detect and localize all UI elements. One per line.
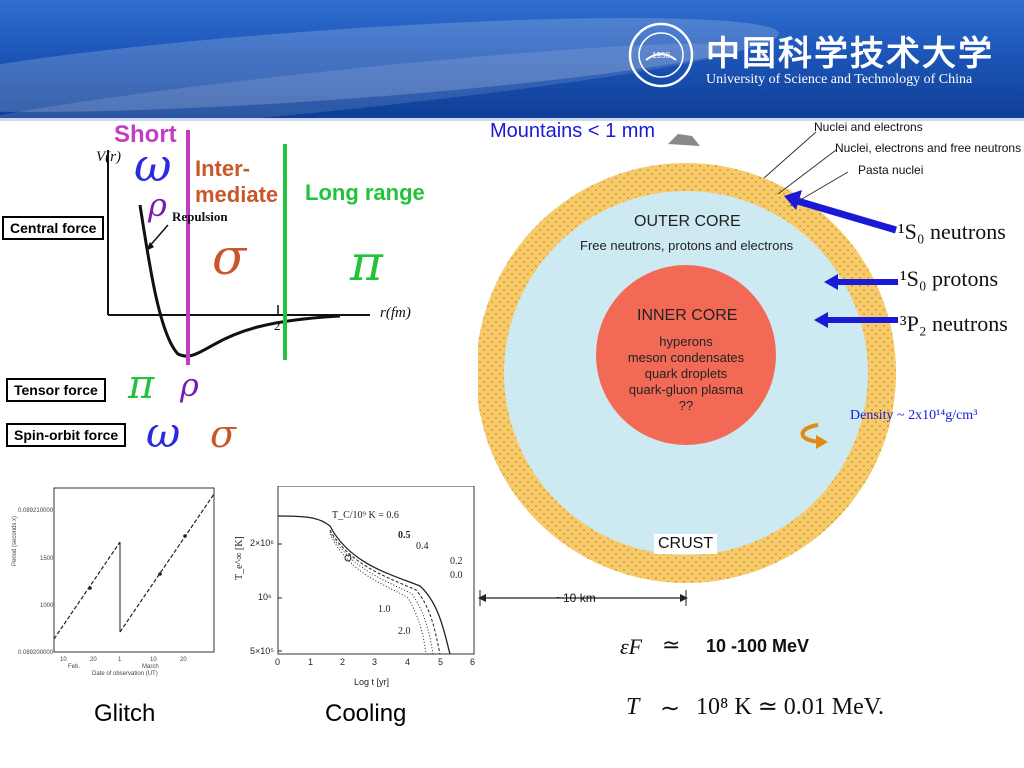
tensor-force-box: Tensor force [6, 378, 106, 402]
pi-meson-symbol: π [350, 234, 383, 292]
cooling-y-tick: 10⁶ [258, 592, 272, 602]
inner-core-layer [596, 265, 776, 445]
spin-orbit-force-box: Spin-orbit force [6, 423, 127, 447]
glitch-y-tick: 1000 [40, 603, 54, 609]
glitch-y-tick: 0.089200000 [18, 650, 54, 656]
glitch-month-label: March [142, 664, 159, 670]
glitch-x-label: Date of observation (UT) [92, 671, 158, 677]
cooling-x-tick: 4 [405, 657, 411, 667]
cooling-caption: Cooling [325, 700, 407, 727]
r-axis-label: r(fm) [380, 305, 411, 321]
cooling-x-tick: 2 [340, 657, 346, 667]
cooling-y-label: T_e^∞ [K] [234, 536, 245, 580]
cooling-curve-label: 0.4 [416, 541, 429, 552]
r-tick-2: 2 [274, 318, 281, 333]
outer-core-description: Free neutrons, protons and electrons [580, 238, 794, 253]
glitch-month-label: Feb. [68, 664, 81, 670]
university-seal-icon: 1958 [628, 22, 694, 88]
glitch-x-tick: 1 [118, 657, 122, 663]
mountains-label: Mountains < 1 mm [490, 120, 656, 142]
glitch-caption: Glitch [94, 700, 156, 727]
cooling-curve-label: 0.0 [450, 570, 463, 581]
header-rule [0, 118, 1024, 121]
tensor-rho-symbol: ρ [180, 366, 199, 404]
glitch-plot [53, 487, 215, 653]
cooling-curve-label: 1.0 [378, 604, 391, 615]
neutron-pairing-arrow [793, 196, 897, 234]
s0-neutrons-label: ¹S₀ neutrons [898, 219, 1006, 244]
cooling-x-tick: 5 [438, 657, 444, 667]
inner-core-title: INNER CORE [637, 307, 738, 324]
central-force-box: Central force [2, 216, 105, 240]
intermediate-range-label: Inter- mediate [195, 156, 278, 208]
inner-core-line: ?? [678, 398, 694, 413]
intermediate-label-line1: Inter- [195, 156, 250, 181]
cooling-y-tick: 5×10⁵ [250, 646, 275, 656]
outer-core-title: OUTER CORE [634, 213, 741, 230]
mountain-icon [668, 134, 700, 146]
svg-text:1958: 1958 [652, 51, 670, 60]
glitch-x-tick: 20 [90, 657, 97, 663]
spin-orbit-omega-symbol: ω [146, 408, 181, 457]
cooling-x-label: Log t [yr] [354, 677, 390, 687]
cooling-x-tick: 0 [275, 657, 281, 667]
glitch-y-tick: 1500 [40, 556, 54, 562]
omega-meson-symbol: ω [134, 138, 172, 192]
temperature-symbol: T [626, 694, 640, 720]
inner-core-line: hyperons [659, 334, 713, 349]
repulsion-label: Repulsion [172, 209, 228, 224]
university-name-english: University of Science and Technology of … [706, 72, 973, 87]
slide-header: 1958 中国科学技术大学 University of Science and … [0, 0, 1024, 118]
glitch-y-label: Period (seconds x) [12, 515, 18, 566]
short-range-label: Short [114, 121, 177, 148]
scale-label: ~10 km [556, 591, 596, 605]
cooling-curve-label: 0.2 [450, 556, 463, 567]
tensor-pi-symbol: π [128, 362, 155, 408]
cooling-x-tick: 3 [372, 657, 378, 667]
cooling-curve-label: 2.0 [398, 626, 411, 637]
fermi-energy-value: 10 -100 MeV [706, 636, 810, 656]
crust-label: CRUST [654, 534, 718, 554]
cooling-y-tick: 2×10⁶ [250, 538, 274, 548]
nuclei-free-neutrons-label: Nuclei, electrons and free neutrons [835, 141, 1022, 155]
glitch-x-tick: 10 [60, 657, 67, 663]
glitch-x-tick: 10 [150, 657, 157, 663]
cooling-plot [277, 486, 475, 655]
intermediate-label-line2: mediate [195, 182, 279, 207]
neutron-star-diagram [478, 131, 898, 606]
approx-symbol: ≃ [662, 632, 681, 657]
university-name-chinese: 中国科学技术大学 [706, 34, 994, 74]
sigma-meson-symbol: σ [212, 228, 247, 286]
cooling-x-tick: 6 [470, 657, 476, 667]
glitch-x-tick: 20 [180, 657, 187, 663]
rotation-arrow-icon [800, 423, 821, 444]
nuclei-electrons-label: Nuclei and electrons [814, 120, 923, 134]
p2-neutrons-label: ³P₂ neutrons [900, 311, 1008, 336]
inner-core-contents: hyperons meson condensates quark droplet… [606, 334, 766, 414]
potential-axis-label: V(r) [96, 149, 121, 165]
temperature-value: 10⁸ K ≃ 0.01 MeV. [696, 694, 885, 720]
density-label: Density ~ 2x10¹⁴g/cm³ [850, 408, 978, 423]
fermi-energy-symbol: εF [620, 634, 643, 659]
potential-plot [107, 130, 370, 365]
cooling-x-tick: 1 [308, 657, 314, 667]
spin-orbit-sigma-symbol: σ [210, 412, 236, 456]
s0-protons-label: ¹S₀ protons [900, 266, 999, 291]
cooling-curve-label: 0.5 [398, 530, 411, 541]
rho-meson-symbol: ρ [148, 186, 167, 224]
pasta-nuclei-label: Pasta nuclei [858, 163, 924, 177]
inner-core-line: meson condensates [627, 350, 745, 365]
glitch-y-tick: 0.089210000 [18, 508, 54, 514]
inner-core-line: quark droplets [644, 366, 728, 381]
cooling-tc-label: T_C/10⁹ K = 0.6 [332, 510, 399, 521]
inner-core-line: quark-gluon plasma [628, 382, 744, 397]
long-range-label: Long range [305, 180, 425, 205]
sim-symbol: ∼ [660, 696, 681, 722]
